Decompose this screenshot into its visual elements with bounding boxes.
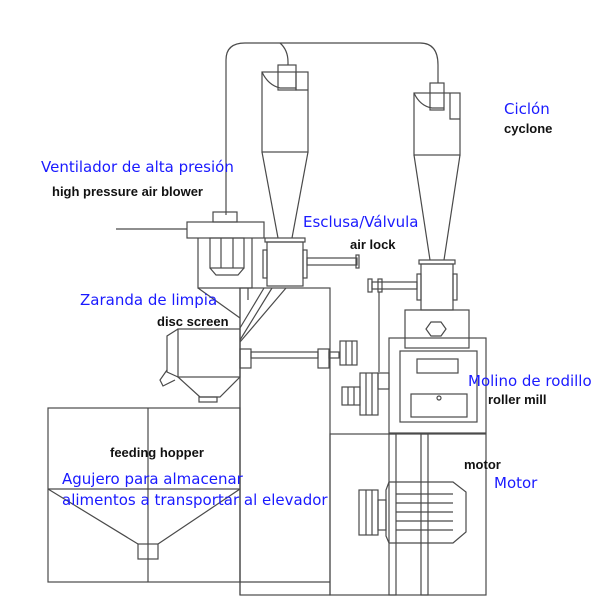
motor-label-es: Motor: [494, 474, 538, 492]
middle-frame: [197, 287, 358, 596]
cyclone-right: [413, 82, 461, 261]
cyclone-left: [261, 64, 309, 239]
roller-mill: [341, 309, 487, 434]
airlock-left: [262, 237, 360, 287]
hopper-label-es-line1: Agujero para almacenar: [62, 470, 243, 488]
air-blower: [116, 211, 265, 289]
disc-screen-label-es: Zaranda de limpia: [80, 291, 218, 309]
cyclone-label-es: Ciclón: [504, 100, 550, 118]
air-duct: [225, 42, 439, 215]
disc-screen-label-en: disc screen: [157, 314, 229, 329]
feeding-hopper: [47, 407, 330, 583]
motor-label-en: motor: [464, 457, 501, 472]
airlock-label-es: Esclusa/Válvula: [303, 213, 419, 231]
motor-assembly: [329, 433, 487, 596]
blower-label-en: high pressure air blower: [52, 184, 203, 199]
cyclone-label-en: cyclone: [504, 121, 553, 136]
roller-mill-label-es: Molino de rodillo: [468, 372, 592, 390]
disc-screen: [159, 328, 241, 403]
airlock-right: [367, 259, 458, 372]
hopper-label-en: feeding hopper: [110, 445, 204, 460]
airlock-label-en: air lock: [350, 237, 396, 252]
roller-mill-label-en: roller mill: [488, 392, 547, 407]
blower-label-es: Ventilador de alta presión: [41, 158, 234, 176]
hopper-label-es-line2: alimentos a transportar al elevador: [62, 491, 328, 509]
